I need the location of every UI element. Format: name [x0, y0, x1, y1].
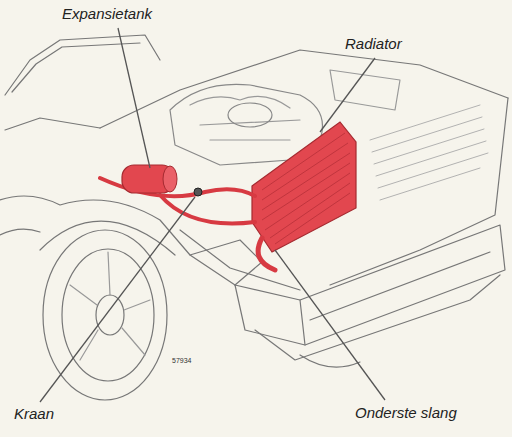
part-label: Kraan — [14, 406, 54, 423]
part-label: Onderste slang — [355, 405, 457, 422]
figure-code: 57934 — [172, 357, 191, 365]
part-label: Expansietank — [62, 6, 152, 23]
part-label: Radiator — [345, 36, 402, 53]
